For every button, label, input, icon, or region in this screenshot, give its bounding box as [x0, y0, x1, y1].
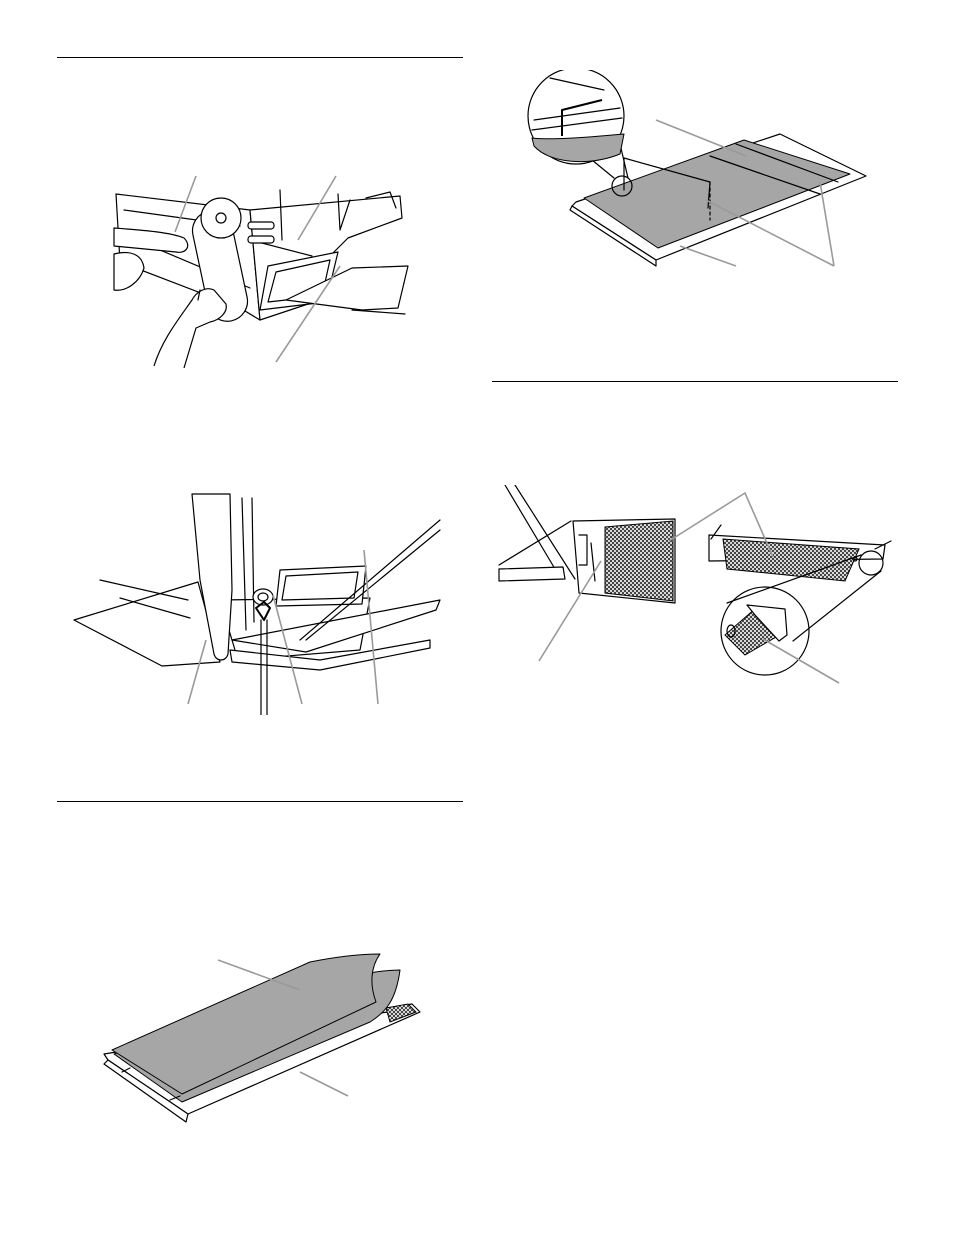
section-rule-middle-right	[492, 381, 898, 382]
section-rule-bottom-left	[57, 801, 463, 802]
mesh-filter-install-illustration	[495, 485, 900, 695]
filter-pad-frame-illustration	[520, 70, 880, 270]
filter-latch-release-illustration	[100, 170, 420, 370]
filter-pad-peel-illustration	[100, 950, 430, 1125]
screwdriver-screw-illustration	[70, 490, 450, 715]
section-rule-top-left	[57, 57, 463, 58]
